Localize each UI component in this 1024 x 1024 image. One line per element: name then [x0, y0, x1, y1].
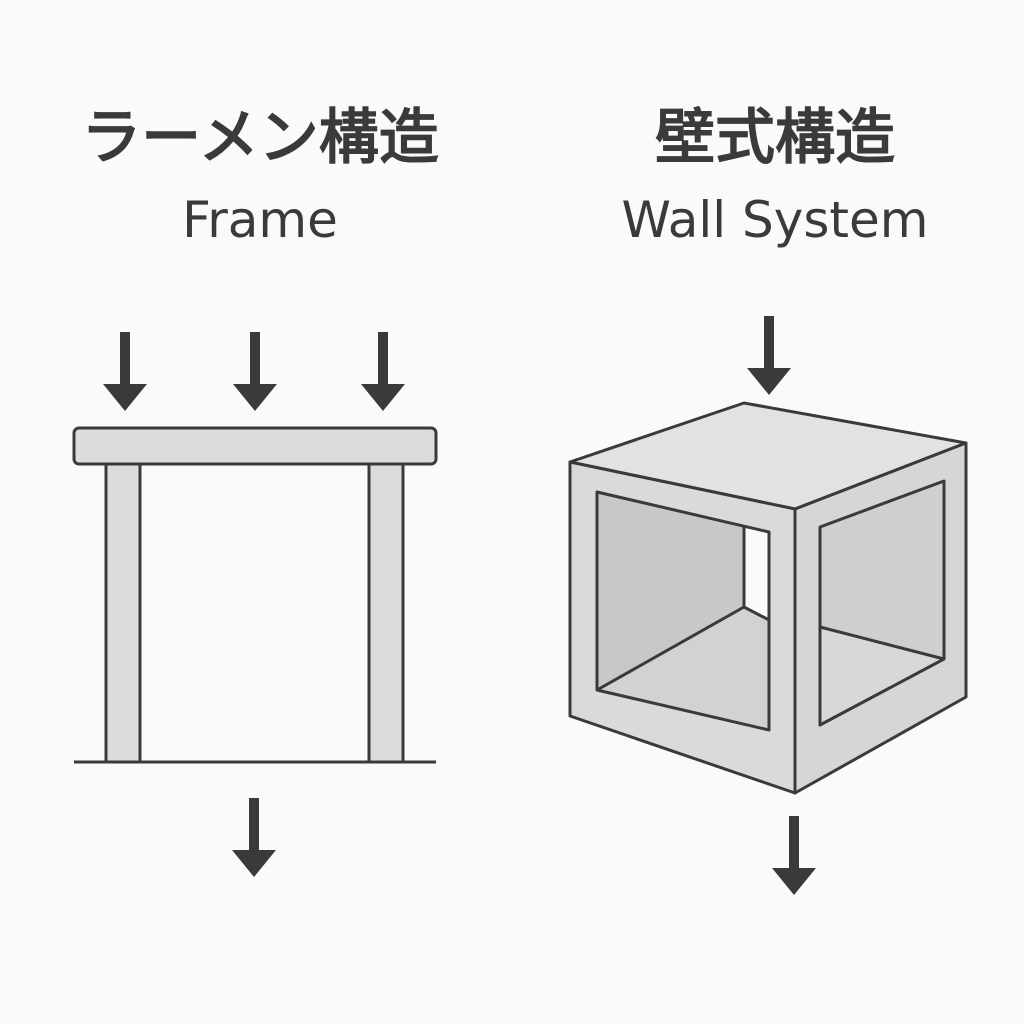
- frame-title-english: Frame: [182, 191, 338, 249]
- frame-load-arrow-center: [233, 332, 277, 411]
- frame-load-arrow-left: [103, 332, 147, 411]
- frame-right-column: [367, 462, 405, 764]
- wall-side-opening: [818, 479, 946, 727]
- frame-title-japanese: ラーメン構造: [81, 103, 439, 173]
- frame-reaction-arrow: [232, 798, 276, 877]
- wall-load-arrow: [747, 316, 791, 395]
- frame-beam: [72, 426, 438, 466]
- wall-reaction-arrow: [772, 816, 816, 895]
- frame-load-arrow-right: [361, 332, 405, 411]
- wall-title-english: Wall System: [621, 191, 929, 249]
- wall-structure: [568, 316, 968, 895]
- wall-front-opening: [595, 490, 771, 732]
- frame-structure: [72, 332, 438, 877]
- frame-left-column: [104, 462, 142, 764]
- wall-title-japanese: 壁式構造: [655, 103, 895, 173]
